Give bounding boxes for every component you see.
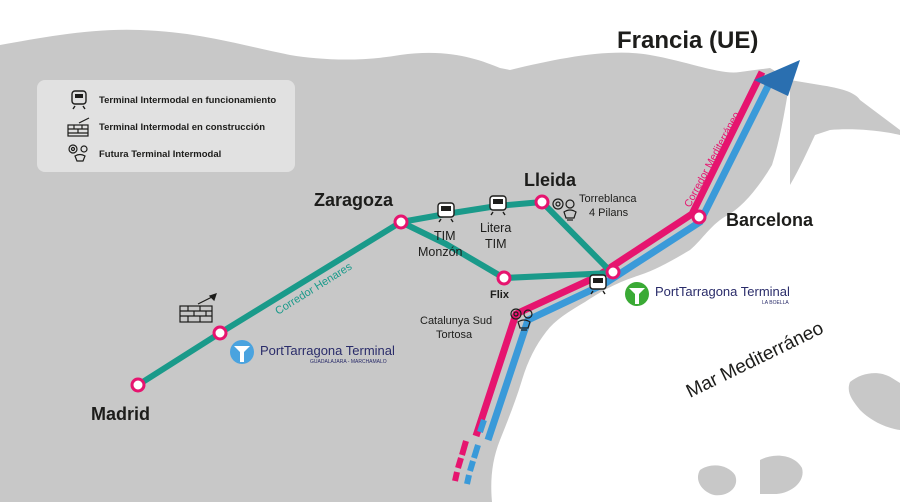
- terminal-guadalajara-name: PortTarragona Terminal: [260, 343, 395, 358]
- node-madrid: [130, 377, 146, 393]
- label-tortosa: Tortosa: [436, 329, 473, 341]
- city-madrid: Madrid: [91, 404, 150, 424]
- label-tim-monzon: TIM: [434, 229, 456, 243]
- terminal-boella-logo: [625, 282, 649, 306]
- terminal-guadalajara-sub: GUADALAJARA - MARCHAMALO: [310, 359, 387, 365]
- destination-label: Francia (UE): [617, 27, 758, 54]
- island-menorca: [760, 455, 803, 495]
- corridor-dashed-ends: [452, 419, 487, 485]
- brick-wall-icon: [67, 117, 90, 137]
- node-guadalajara: [212, 325, 228, 341]
- lightbulb-gears-icon: [68, 144, 88, 162]
- train-station-icon: [589, 274, 607, 295]
- terminal-boella-name: PortTarragona Terminal: [655, 284, 790, 299]
- node-flix: [496, 270, 512, 286]
- legend-label-construction: Terminal Intermodal en construcción: [99, 121, 266, 133]
- train-station-icon: [71, 90, 87, 110]
- label-catalunya-sud: Catalunya Sud: [420, 315, 492, 327]
- legend-item-future: Futura Terminal Intermodal: [67, 144, 221, 164]
- train-station-icon: [489, 195, 507, 216]
- legend-item-construction: Terminal Intermodal en construcción: [67, 117, 265, 137]
- label-litera-2: TIM: [485, 237, 507, 251]
- city-barcelona: Barcelona: [726, 210, 814, 230]
- legend-item-operational: Terminal Intermodal en funcionamiento: [67, 90, 276, 110]
- label-litera: Litera: [480, 221, 511, 235]
- island-mallorca: [848, 373, 900, 430]
- terminal-boella-sub: LA BOELLA: [762, 300, 789, 306]
- lightbulb-gears-icon: [552, 198, 577, 221]
- terminal-guadalajara-logo: [230, 340, 254, 364]
- label-torreblanca: Torreblanca: [579, 193, 637, 205]
- train-station-icon: [437, 202, 455, 223]
- land-mass-east: [790, 80, 900, 185]
- city-lleida: Lleida: [524, 170, 577, 190]
- sea-label: Mar Mediterráneo: [683, 318, 827, 403]
- lightbulb-gears-icon: [510, 308, 533, 331]
- node-tarragona: [605, 264, 621, 280]
- node-zaragoza: [393, 214, 409, 230]
- brick-wall-icon: [179, 293, 217, 323]
- island-ibiza: [697, 465, 737, 496]
- label-torreblanca-2: 4 Pilans: [589, 207, 629, 219]
- nodes: [130, 194, 707, 393]
- node-barcelona: [691, 209, 707, 225]
- legend-label-operational: Terminal Intermodal en funcionamiento: [99, 94, 277, 106]
- label-flix: Flix: [490, 289, 510, 301]
- node-lleida: [534, 194, 550, 210]
- legend-label-future: Futura Terminal Intermodal: [99, 148, 222, 160]
- city-zaragoza: Zaragoza: [314, 190, 394, 210]
- legend: Terminal Intermodal en funcionamiento Te…: [37, 80, 295, 172]
- label-tim-monzon-2: Monzón: [418, 245, 463, 259]
- france-arrow: [754, 60, 800, 96]
